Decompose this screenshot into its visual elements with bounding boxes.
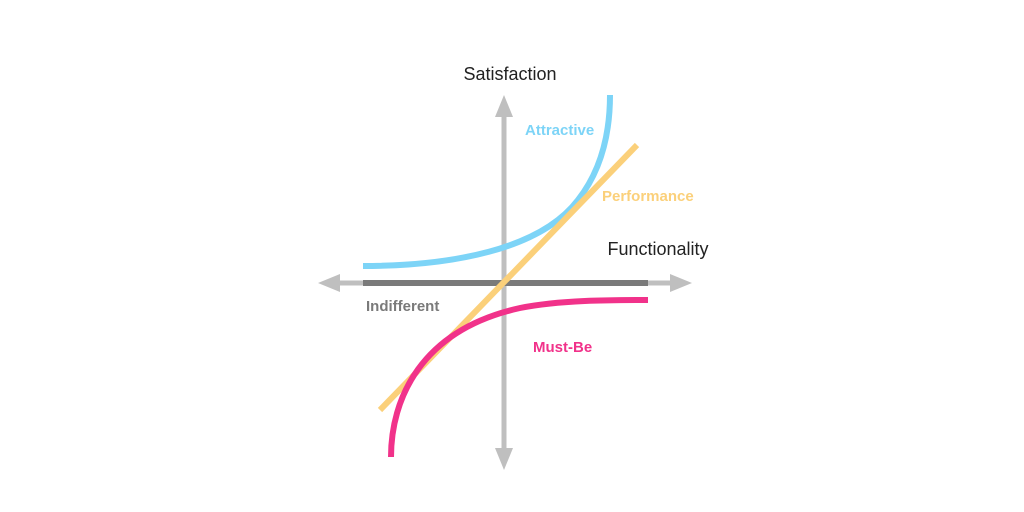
must-be-curve bbox=[388, 297, 649, 458]
horizontal-axis-left-arrowhead bbox=[318, 274, 340, 292]
attractive-label: Attractive bbox=[525, 122, 594, 139]
performance-label: Performance bbox=[602, 188, 694, 205]
indifferent-label: Indifferent bbox=[366, 298, 439, 315]
x-axis-title: Functionality bbox=[607, 239, 708, 259]
vertical-axis-up-arrowhead bbox=[495, 95, 513, 117]
vertical-axis-down-arrowhead bbox=[495, 448, 513, 470]
must-be-label: Must-Be bbox=[533, 339, 592, 356]
attractive-curve bbox=[362, 94, 613, 269]
y-axis-title: Satisfaction bbox=[463, 64, 556, 84]
horizontal-axis-right-arrowhead bbox=[670, 274, 692, 292]
